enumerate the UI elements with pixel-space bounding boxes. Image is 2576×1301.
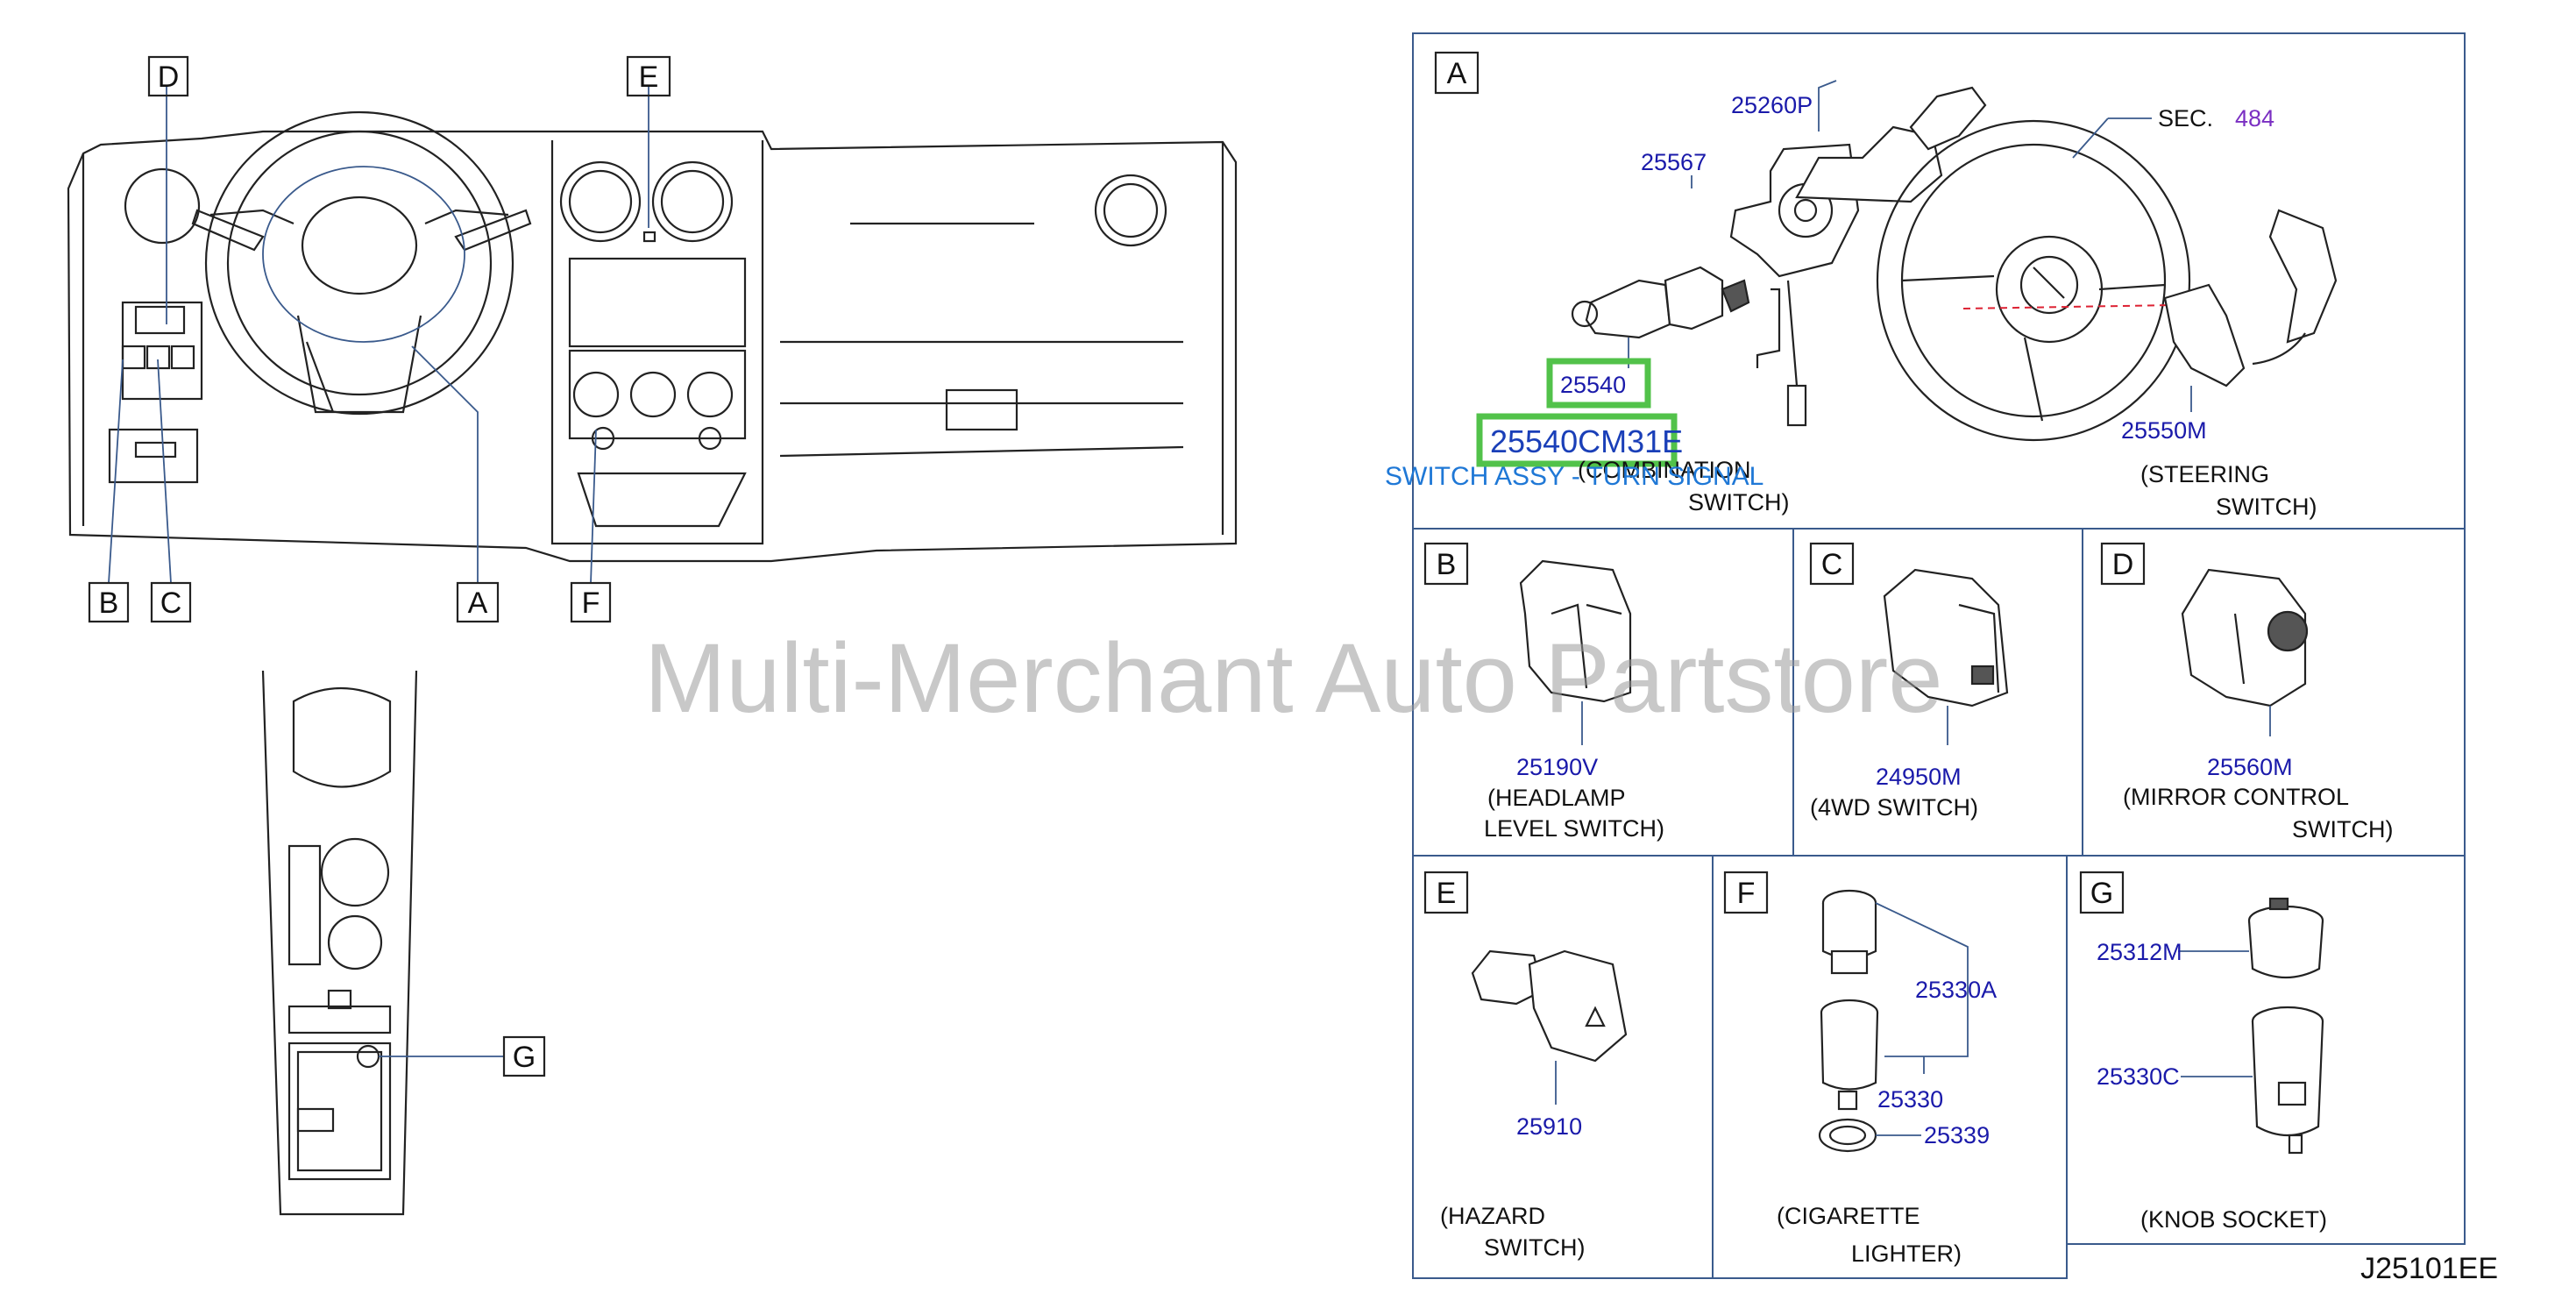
highlight-25540 [1546,358,1651,409]
panel-f-caption-line1: (CIGARETTE [1777,1203,1920,1229]
combination-switch-illustration [1571,86,1987,427]
callout-e: E [639,60,659,94]
panel-grid [1412,32,2466,1279]
panel-e-caption-line2: SWITCH) [1484,1234,1585,1261]
part-25560m: 25560M [2207,754,2293,780]
panel-b-caption-line1: (HEADLAMP [1487,785,1626,811]
part-25550m: 25550M [2121,417,2207,444]
combination-caption-line1: (COMBINATION [1578,457,1751,483]
callout-c: C [160,587,182,620]
part-25910: 25910 [1516,1113,1582,1140]
part-25330c: 25330C [2097,1063,2180,1090]
sec-ref[interactable]: 484 [2235,105,2274,132]
part-25330: 25330 [1877,1086,1943,1113]
highlight-25540cm31e [1476,413,1678,467]
callout-a: A [468,587,488,620]
watermark: Multi-Merchant Auto Partstore [644,623,1942,733]
drawing-code: J25101EE [2360,1252,2498,1285]
panel-g-letter: G [2090,877,2113,910]
steering-caption-line1: (STEERING [2140,461,2269,487]
panel-e-letter: E [1437,877,1457,910]
panel-f: F 25330A 25330 25339 (CIGARETTE LIGHTER) [1723,871,1997,1267]
callout-f: F [582,587,600,620]
part-25540: 25540 [1560,372,1626,398]
panel-d: D 25560M (MIRROR CONTROL SWITCH) [2100,542,2393,842]
part-25567: 25567 [1641,149,1707,175]
callout-d: D [158,60,180,94]
part-25190v: 25190V [1516,754,1598,780]
callout-g: G [513,1041,536,1074]
dashboard-overview: D E B C A F [67,55,1238,623]
panel-e-caption-line1: (HAZARD [1440,1203,1545,1229]
callout-b: B [99,587,119,620]
panel-f-letter: F [1737,877,1756,910]
panel-c: C 24950M (4WD SWITCH) [1809,542,2009,821]
panel-f-caption-line2: LIGHTER) [1851,1241,1962,1267]
part-24950m: 24950M [1876,764,1962,790]
panel-e: E 25910 (HAZARD SWITCH) [1423,871,1628,1261]
highlight-description: SWITCH ASSY - TURN SIGNAL [1385,462,1763,491]
steering-wheel-illustration [1876,119,2338,442]
panel-a-letter: A [1447,57,1467,90]
steering-caption-line2: SWITCH) [2216,494,2317,520]
panel-d-letter: D [2112,548,2134,581]
panel-g: G 25312M 25330C (KNOB SOCKET) [2079,871,2327,1233]
panel-c-letter: C [1821,548,1843,581]
panel-g-caption-line1: (KNOB SOCKET) [2140,1206,2327,1233]
panel-b-letter: B [1437,548,1457,581]
center-console: G [261,670,546,1216]
combination-caption-line2: SWITCH) [1688,489,1789,515]
panel-b: B 25190V (HEADLAMP LEVEL SWITCH) [1423,542,1664,842]
sec-label: SEC. [2158,105,2213,132]
panel-d-caption-line1: (MIRROR CONTROL [2123,784,2349,810]
panel-d-caption-line2: SWITCH) [2292,816,2393,842]
panel-a: A 25260P 25567 25540 25540CM31E (COMBINA… [1385,51,2338,520]
part-25260p: 25260P [1731,92,1813,118]
highlight-part-number[interactable]: 25540CM31E [1490,423,1683,459]
panel-c-caption-line1: (4WD SWITCH) [1810,794,1978,821]
part-25330a: 25330A [1915,977,1997,1003]
part-25312m: 25312M [2097,939,2182,965]
panel-b-caption-line2: LEVEL SWITCH) [1484,815,1664,842]
part-25339: 25339 [1924,1122,1990,1148]
